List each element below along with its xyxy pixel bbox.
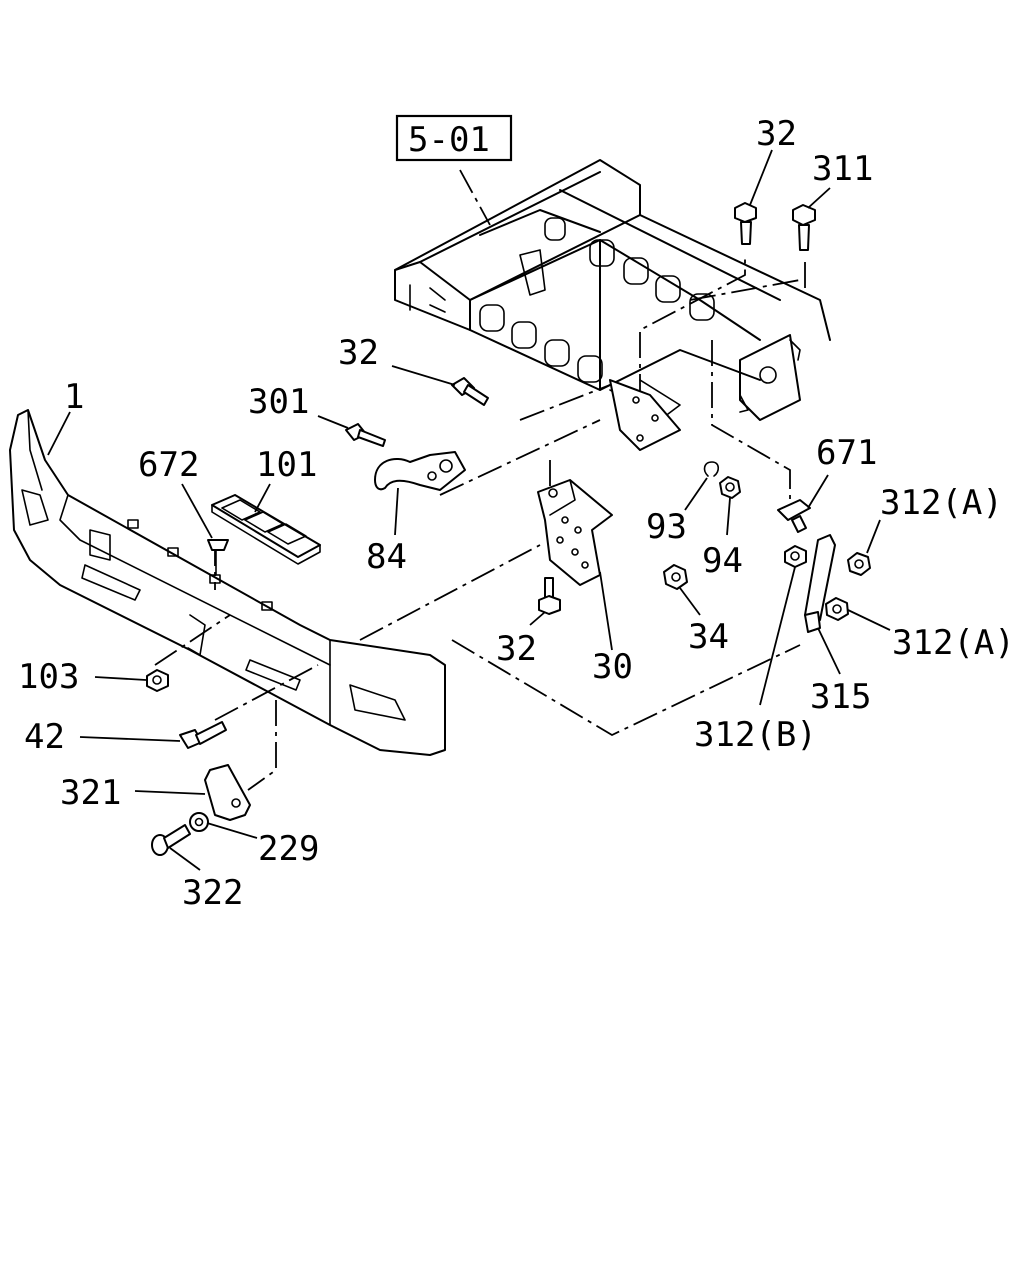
callout-32-low[interactable]: 32 bbox=[496, 629, 537, 669]
frame-bracket bbox=[609, 379, 681, 451]
callout-32-top[interactable]: 32 bbox=[756, 114, 797, 154]
callout-84[interactable]: 84 bbox=[366, 537, 407, 577]
callout-30[interactable]: 30 bbox=[592, 647, 633, 687]
callout-322[interactable]: 322 bbox=[182, 873, 243, 913]
bolt-32-low bbox=[538, 577, 561, 615]
nut-103 bbox=[146, 669, 169, 692]
callout-1[interactable]: 1 bbox=[64, 377, 84, 417]
callout-671[interactable]: 671 bbox=[816, 433, 877, 473]
bracket-671 bbox=[777, 499, 811, 533]
callout-312B[interactable]: 312(B) bbox=[694, 715, 817, 755]
bolt-32-mid bbox=[451, 377, 489, 406]
bolt-32-top bbox=[734, 202, 757, 245]
callout-103[interactable]: 103 bbox=[18, 657, 79, 697]
bracket-30 bbox=[537, 479, 613, 586]
chassis-frame bbox=[394, 159, 831, 421]
front-bumper bbox=[9, 409, 446, 756]
nut-312A-upper bbox=[847, 552, 871, 576]
callout-94[interactable]: 94 bbox=[702, 541, 743, 581]
callout-101[interactable]: 101 bbox=[256, 445, 317, 485]
callout-42[interactable]: 42 bbox=[24, 717, 65, 757]
reference-box-label: 5-01 bbox=[408, 120, 490, 160]
callout-93[interactable]: 93 bbox=[646, 507, 687, 547]
washer-229 bbox=[189, 812, 209, 832]
callout-34[interactable]: 34 bbox=[688, 617, 729, 657]
callout-32-mid[interactable]: 32 bbox=[338, 333, 379, 373]
bolt-301 bbox=[345, 423, 386, 447]
clip-672 bbox=[207, 539, 229, 576]
bumper-grille-insert bbox=[211, 494, 321, 565]
callout-315[interactable]: 315 bbox=[810, 677, 871, 717]
callout-312A-upper[interactable]: 312(A) bbox=[880, 483, 1003, 523]
nut-34 bbox=[663, 564, 688, 590]
tow-hook bbox=[374, 451, 466, 491]
nut-94 bbox=[719, 476, 741, 499]
callout-301[interactable]: 301 bbox=[248, 382, 309, 422]
bolt-42 bbox=[179, 721, 227, 749]
nut-312B bbox=[784, 545, 807, 568]
callout-672[interactable]: 672 bbox=[138, 445, 199, 485]
screw-322 bbox=[151, 824, 191, 856]
stay-315 bbox=[804, 534, 836, 633]
callout-311[interactable]: 311 bbox=[812, 149, 873, 189]
bolt-311 bbox=[792, 204, 816, 251]
callout-229[interactable]: 229 bbox=[258, 829, 319, 869]
leader-lines bbox=[47, 149, 891, 871]
phantom-lines bbox=[154, 169, 806, 791]
callout-321[interactable]: 321 bbox=[60, 773, 121, 813]
reference-box-5-01[interactable]: 5-01 bbox=[395, 114, 513, 162]
stay-321 bbox=[204, 764, 251, 821]
callout-312A-lower[interactable]: 312(A) bbox=[892, 623, 1015, 663]
nut-312A-lower bbox=[825, 597, 849, 621]
clip-93 bbox=[703, 461, 720, 477]
